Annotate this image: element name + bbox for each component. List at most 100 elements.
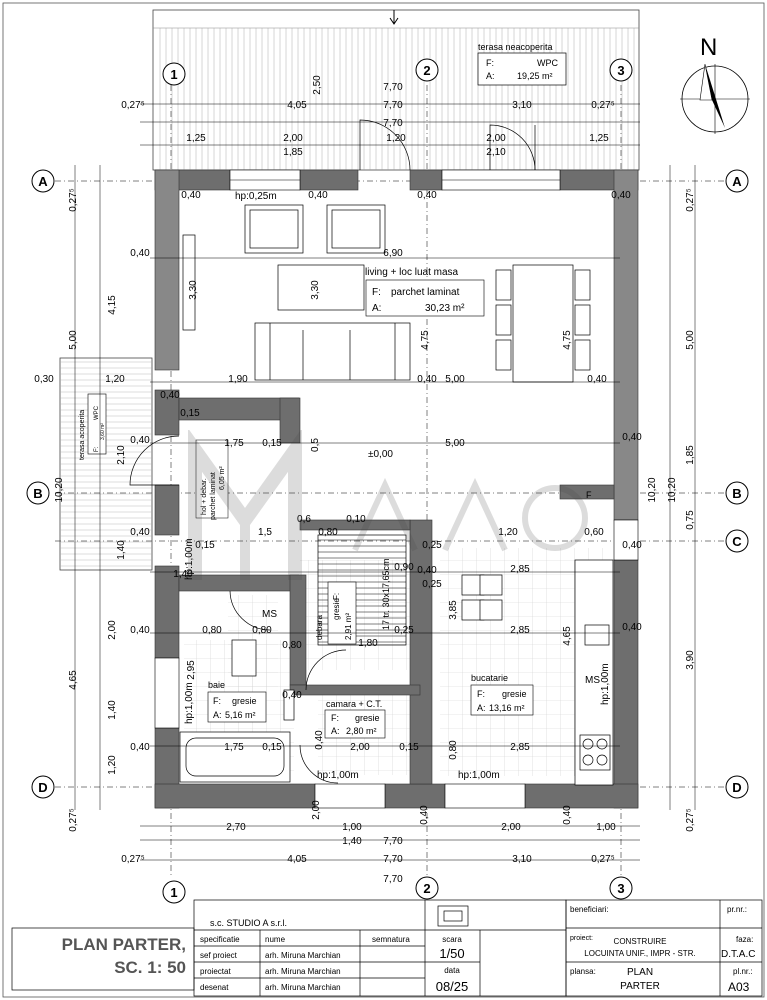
axis-d-left: D [31,775,55,799]
svg-text:F: F [586,490,592,500]
axis-2-bottom: 2 [415,876,439,900]
svg-text:arh. Miruna Marchian: arh. Miruna Marchian [265,967,341,976]
axis-a-left: A [31,169,55,193]
walls [154,169,639,809]
svg-text:0,15: 0,15 [399,742,419,753]
svg-text:0,40: 0,40 [419,805,430,825]
svg-text:2,85: 2,85 [510,742,530,753]
svg-text:4,75: 4,75 [420,330,431,350]
svg-text:4,05: 4,05 [287,854,307,865]
svg-text:A:: A: [477,703,486,713]
svg-text:1,00: 1,00 [596,822,616,833]
svg-text:3,10: 3,10 [512,854,532,865]
svg-text:pr.nr.:: pr.nr.: [727,905,747,914]
svg-text:5,00: 5,00 [68,330,79,350]
svg-text:0,40: 0,40 [308,190,328,201]
company-name: s.c. STUDIO A s.r.l. [210,918,287,928]
svg-text:0,40: 0,40 [160,390,180,401]
svg-text:0,40: 0,40 [130,625,150,636]
svg-text:1,90: 1,90 [228,374,248,385]
svg-text:1,40: 1,40 [116,540,127,560]
axis-d-right: D [725,775,749,799]
svg-text:0,15: 0,15 [262,438,282,449]
svg-text:5,16 m²: 5,16 m² [225,710,256,720]
svg-text:WPC: WPC [94,405,100,420]
svg-text:sef proiect: sef proiect [200,951,238,960]
svg-text:gresie: gresie [232,696,257,706]
svg-text:0,15: 0,15 [195,540,215,551]
svg-text:0,40: 0,40 [282,690,302,701]
svg-text:1: 1 [170,885,177,900]
svg-text:proiect:: proiect: [570,935,593,942]
svg-text:baie: baie [208,680,225,690]
svg-text:0,25: 0,25 [422,540,442,551]
svg-text:2,85: 2,85 [510,564,530,575]
svg-text:1,20: 1,20 [107,755,118,775]
svg-text:D: D [38,780,47,795]
svg-text:0,80: 0,80 [282,640,302,651]
svg-text:1,80: 1,80 [358,638,378,649]
svg-text:2,00: 2,00 [350,742,370,753]
misc-labels: hp:0,25m ±0,00 MS MS hp:1,00m hp:1,00m h… [184,191,611,781]
svg-text:3,60 m²: 3,60 m² [100,423,106,440]
svg-text:6,90: 6,90 [383,248,403,259]
svg-text:pl.nr.:: pl.nr.: [733,967,753,976]
svg-text:0,6: 0,6 [297,514,311,525]
axis-bubbles: 1 2 3 1 2 3 A B D A B C D [26,58,749,904]
svg-text:1,20: 1,20 [498,527,518,538]
svg-text:0,27⁵: 0,27⁵ [121,100,145,111]
svg-text:hp:1,00m: hp:1,00m [184,538,195,580]
svg-text:B: B [732,486,741,501]
svg-text:3,30: 3,30 [310,280,321,300]
svg-text:0,40: 0,40 [314,730,325,750]
svg-text:4,65: 4,65 [562,626,573,646]
room-debara: debara F: gresie 2,91 m² [315,581,357,645]
svg-text:2,95: 2,95 [186,660,197,680]
svg-text:F:: F: [477,689,485,699]
dimension-texts: 0,27⁵ 4,05 7,70 3,10 0,27⁵ 7,70 7,70 7,7… [34,75,696,885]
svg-text:F:: F: [331,713,339,723]
svg-text:4,75: 4,75 [562,330,573,350]
plan-title-2: SC. 1: 50 [114,958,186,977]
svg-text:1,75: 1,75 [224,742,244,753]
svg-text:desenat: desenat [200,983,229,992]
svg-text:0,40: 0,40 [417,190,437,201]
svg-text:0,40: 0,40 [417,565,437,576]
north-arrow: N [680,34,750,134]
svg-text:0,75: 0,75 [685,510,696,530]
room-bucatarie: bucatarie F: gresie A: 13,16 m² [470,673,534,716]
svg-text:0,15: 0,15 [262,742,282,753]
svg-text:0,27⁵: 0,27⁵ [68,188,79,212]
svg-text:2,10: 2,10 [116,445,127,465]
svg-text:4,15: 4,15 [107,295,118,315]
svg-text:0,40: 0,40 [587,374,607,385]
title-block-text: s.c. STUDIO A s.r.l. PLAN PARTER, SC. 1:… [62,905,756,994]
svg-text:1,85: 1,85 [685,445,696,465]
terrace-area: 19,25 m² [517,71,553,81]
living-name: living + loc luat masa [365,267,459,278]
svg-text:camara + C.T.: camara + C.T. [326,699,382,709]
svg-text:0,40: 0,40 [622,540,642,551]
svg-text:0,5: 0,5 [310,438,321,452]
side-terrace: terasa acoperita WPC F: 3,60 m² [59,357,153,571]
svg-text:0,15: 0,15 [180,408,200,419]
svg-text:5,00: 5,00 [685,330,696,350]
furniture [179,204,614,786]
svg-text:0,40: 0,40 [611,190,631,201]
side-terrace-title: terasa acoperita [79,410,86,460]
svg-text:0,30: 0,30 [34,374,54,385]
svg-text:parchet laminat: parchet laminat [210,472,217,520]
svg-text:2,00: 2,00 [283,133,303,144]
svg-text:2,80 m²: 2,80 m² [346,726,377,736]
axis-3-bottom: 3 [609,876,633,900]
svg-text:7,70: 7,70 [383,82,403,93]
svg-text:A:: A: [372,303,381,314]
svg-text:1,5: 1,5 [258,527,272,538]
svg-text:0,27⁵: 0,27⁵ [685,808,696,832]
svg-text:LOCUINTA UNIF., IMPR - STR.: LOCUINTA UNIF., IMPR - STR. [584,949,695,958]
svg-text:1,40: 1,40 [342,836,362,847]
svg-text:7,70: 7,70 [383,100,403,111]
svg-text:0,25: 0,25 [394,625,414,636]
terrace-label: terasa neacoperita F: WPC A: 19,25 m² [477,42,567,86]
